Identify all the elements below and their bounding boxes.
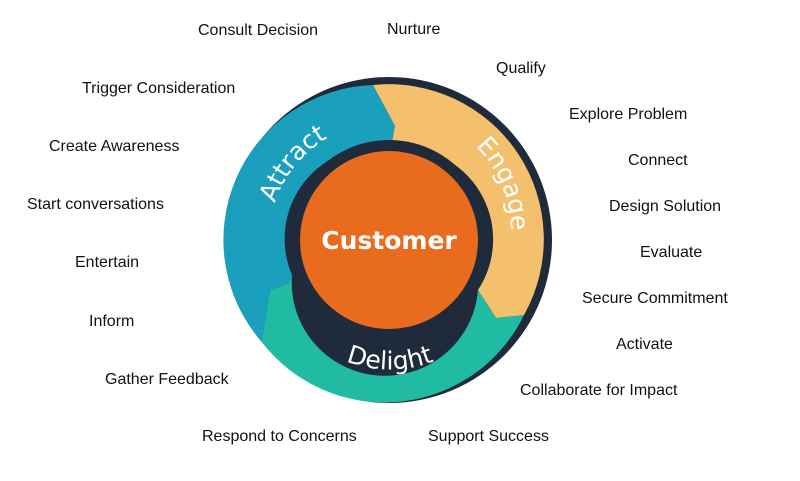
engage-segment	[373, 84, 544, 318]
label-connect: Connect	[628, 152, 688, 169]
label-support-success: Support Success	[428, 428, 549, 445]
label-explore-problem: Explore Problem	[569, 106, 688, 123]
label-collaborate-for-impact: Collaborate for Impact	[520, 382, 678, 399]
label-create-awareness: Create Awareness	[49, 138, 180, 155]
label-trigger-consideration: Trigger Consideration	[82, 80, 236, 97]
label-qualify: Qualify	[496, 60, 546, 77]
label-activate: Activate	[616, 336, 673, 353]
label-consult-decision: Consult Decision	[198, 22, 319, 39]
label-entertain: Entertain	[75, 254, 140, 271]
label-inform: Inform	[89, 313, 135, 330]
label-evaluate: Evaluate	[640, 244, 703, 261]
label-respond-to-concerns: Respond to Concerns	[202, 428, 357, 445]
delight-segment	[261, 275, 524, 403]
label-gather-feedback: Gather Feedback	[105, 371, 229, 388]
label-secure-commitment: Secure Commitment	[582, 290, 728, 307]
label-start-conversations: Start conversations	[27, 196, 164, 213]
label-nurture: Nurture	[387, 21, 441, 38]
center-disc	[300, 151, 478, 329]
label-design-solution: Design Solution	[609, 198, 722, 215]
center-label: Customer	[321, 226, 457, 255]
